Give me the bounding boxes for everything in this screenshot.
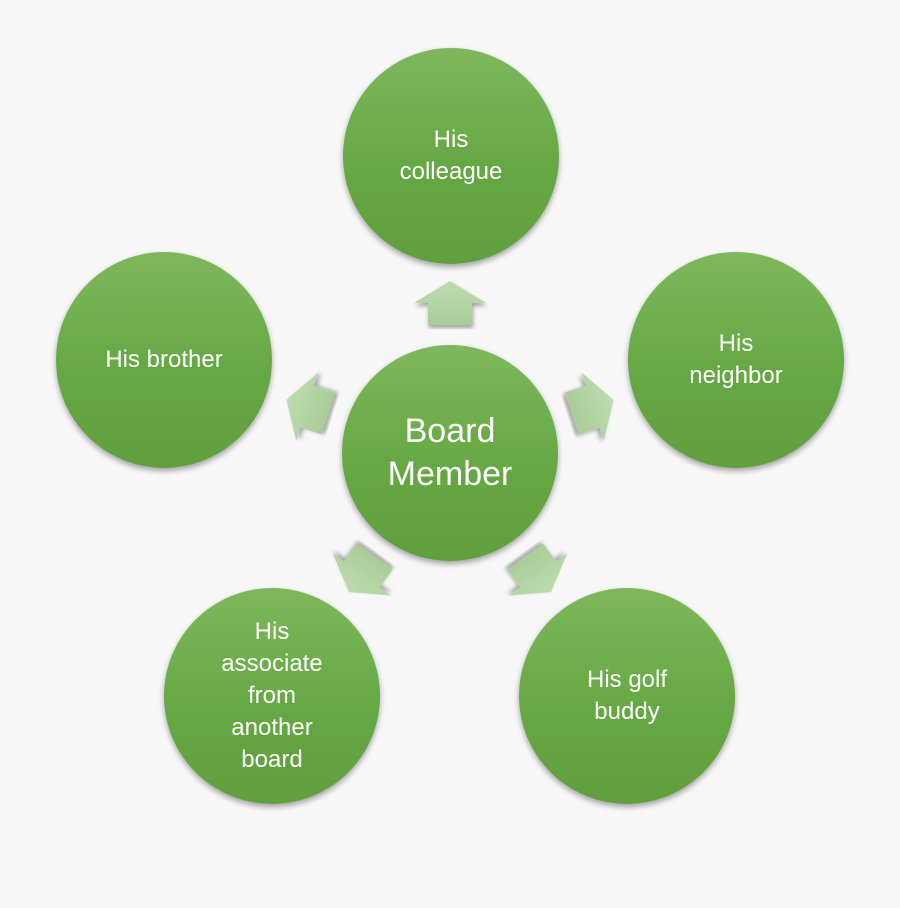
- node-label: His golf buddy: [586, 666, 668, 725]
- arrow-golf-buddy: [507, 543, 568, 596]
- node-label: His colleague: [399, 126, 503, 185]
- node-label: His associate from another board: [221, 618, 323, 773]
- node-brother: His brother: [56, 252, 272, 468]
- arrow-colleague: [414, 281, 486, 325]
- node-golf-buddy: His golf buddy: [519, 588, 735, 804]
- node-colleague: His colleague: [343, 48, 559, 264]
- arrow-brother: [286, 372, 336, 441]
- arrow-associate: [332, 543, 393, 596]
- node-label: His neighbor: [689, 330, 783, 389]
- center-label: Board Member: [387, 412, 513, 493]
- node-associate: His associate from another board: [164, 588, 380, 804]
- node-neighbor: His neighbor: [628, 252, 844, 468]
- node-label: His brother: [105, 346, 223, 373]
- arrow-neighbor: [564, 372, 614, 441]
- center-node-board-member: Board Member: [342, 345, 558, 561]
